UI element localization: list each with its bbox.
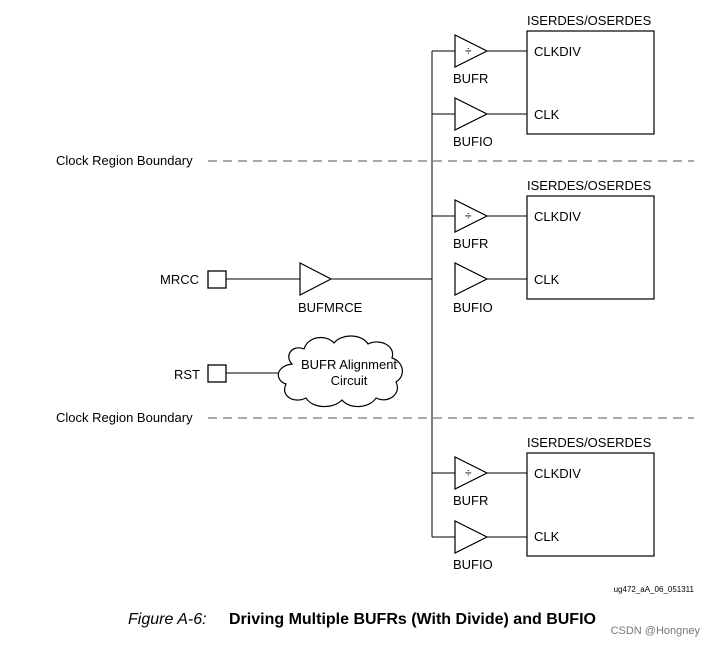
clkdiv-port: CLKDIV xyxy=(534,209,581,224)
serdes-block xyxy=(526,195,655,300)
alignment-circuit-line1: BUFR Alignment xyxy=(301,357,397,372)
watermark: CSDN @Hongney xyxy=(611,625,701,637)
clkdiv-port: CLKDIV xyxy=(534,44,581,59)
figure-id: ug472_aA_06_051311 xyxy=(614,585,695,594)
bufr-alignment-cloud-icon xyxy=(277,335,403,408)
serdes-block xyxy=(526,30,655,135)
serdes-group-middle: ISERDES/OSERDES CLKDIV CLK ÷ BUFR BUFIO xyxy=(432,178,655,315)
serdes-group-bottom: ISERDES/OSERDES CLKDIV CLK ÷ BUFR BUFIO xyxy=(432,435,655,572)
bufio-label: BUFIO xyxy=(453,300,493,315)
bufmrce-label: BUFMRCE xyxy=(298,300,363,315)
serdes-group-top: ISERDES/OSERDES CLKDIV CLK ÷ BUFR BUFIO xyxy=(432,13,655,149)
divide-icon: ÷ xyxy=(465,466,472,480)
bufmrce-buffer-icon xyxy=(299,262,333,296)
rst-pad xyxy=(207,364,227,383)
bufio-label: BUFIO xyxy=(453,557,493,572)
bufr-buffer-icon xyxy=(454,456,489,490)
clk-port: CLK xyxy=(534,107,560,122)
bufio-buffer-icon xyxy=(454,262,489,296)
bufr-buffer-icon xyxy=(454,199,489,233)
serdes-block xyxy=(526,452,655,557)
clkdiv-port: CLKDIV xyxy=(534,466,581,481)
bufr-label: BUFR xyxy=(453,71,488,86)
bufr-label: BUFR xyxy=(453,493,488,508)
boundary-label-lower: Clock Region Boundary xyxy=(56,410,193,425)
rst-label: RST xyxy=(174,367,200,382)
alignment-circuit-line2: Circuit xyxy=(331,373,368,388)
serdes-header: ISERDES/OSERDES xyxy=(527,435,652,450)
caption-title: Driving Multiple BUFRs (With Divide) and… xyxy=(229,611,596,628)
boundary-label-upper: Clock Region Boundary xyxy=(56,153,193,168)
bufio-buffer-icon xyxy=(454,97,489,131)
bufr-buffer-icon xyxy=(454,34,489,68)
clk-port: CLK xyxy=(534,529,560,544)
mrcc-pad xyxy=(207,270,227,289)
clk-port: CLK xyxy=(534,272,560,287)
divide-icon: ÷ xyxy=(465,44,472,58)
serdes-header: ISERDES/OSERDES xyxy=(527,178,652,193)
caption-number: Figure A-6: xyxy=(128,611,207,628)
bufio-label: BUFIO xyxy=(453,134,493,149)
bufio-buffer-icon xyxy=(454,520,489,554)
mrcc-label: MRCC xyxy=(160,272,199,287)
serdes-header: ISERDES/OSERDES xyxy=(527,13,652,28)
bufr-label: BUFR xyxy=(453,236,488,251)
divide-icon: ÷ xyxy=(465,209,472,223)
